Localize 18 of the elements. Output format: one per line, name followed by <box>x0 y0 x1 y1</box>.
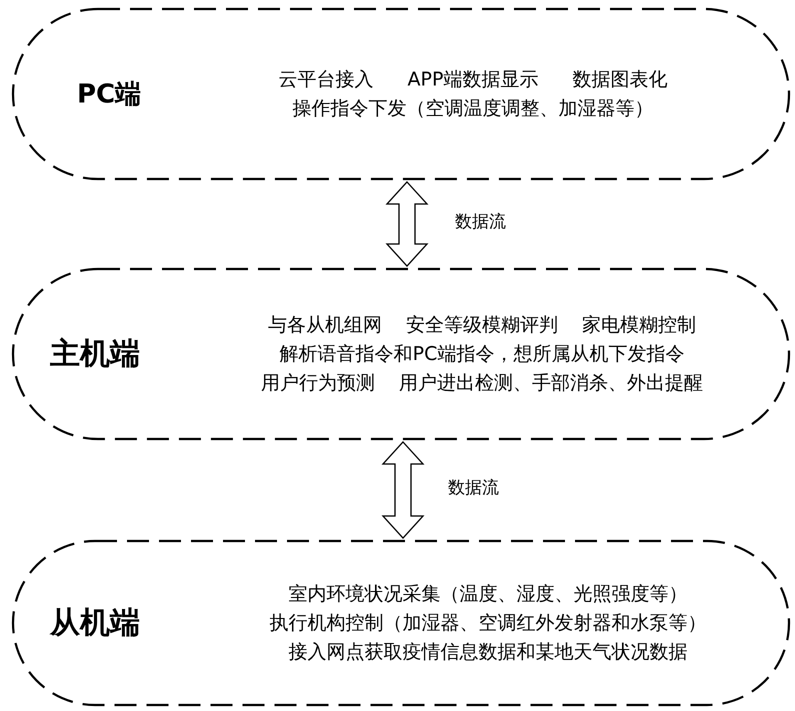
function-text: 与各从机组网 <box>268 313 382 338</box>
function-text: 接入网点获取疫情信息数据和某地天气状况数据 <box>288 640 688 665</box>
tier-heading: PC端 <box>77 78 142 112</box>
function-text: 家电模糊控制 <box>582 313 696 338</box>
function-text: 执行机构控制（加湿器、空调红外发射器和水泵等） <box>270 611 706 636</box>
function-text: 操作指令下发（空调温度调整、加湿器等） <box>292 96 654 122</box>
function-text: 用户行为预测 <box>261 371 375 396</box>
double-arrow <box>382 441 424 539</box>
function-text: 解析语音指令和PC端指令，想所属从机下发指令 <box>280 342 684 367</box>
function-text: APP端数据显示 <box>408 68 538 92</box>
tier-heading: 主机端 <box>50 336 140 374</box>
double-arrow <box>386 181 428 267</box>
tier-heading: 从机端 <box>50 604 140 642</box>
function-text: 用户进出检测、手部消杀、外出提醒 <box>399 371 703 396</box>
function-text: 室内环境状况采集（温度、湿度、光照强度等） <box>288 582 688 607</box>
function-text: 安全等级模糊评判 <box>406 313 558 338</box>
function-text: 数据图表化 <box>572 68 668 92</box>
function-text: 云平台接入 <box>278 68 374 92</box>
